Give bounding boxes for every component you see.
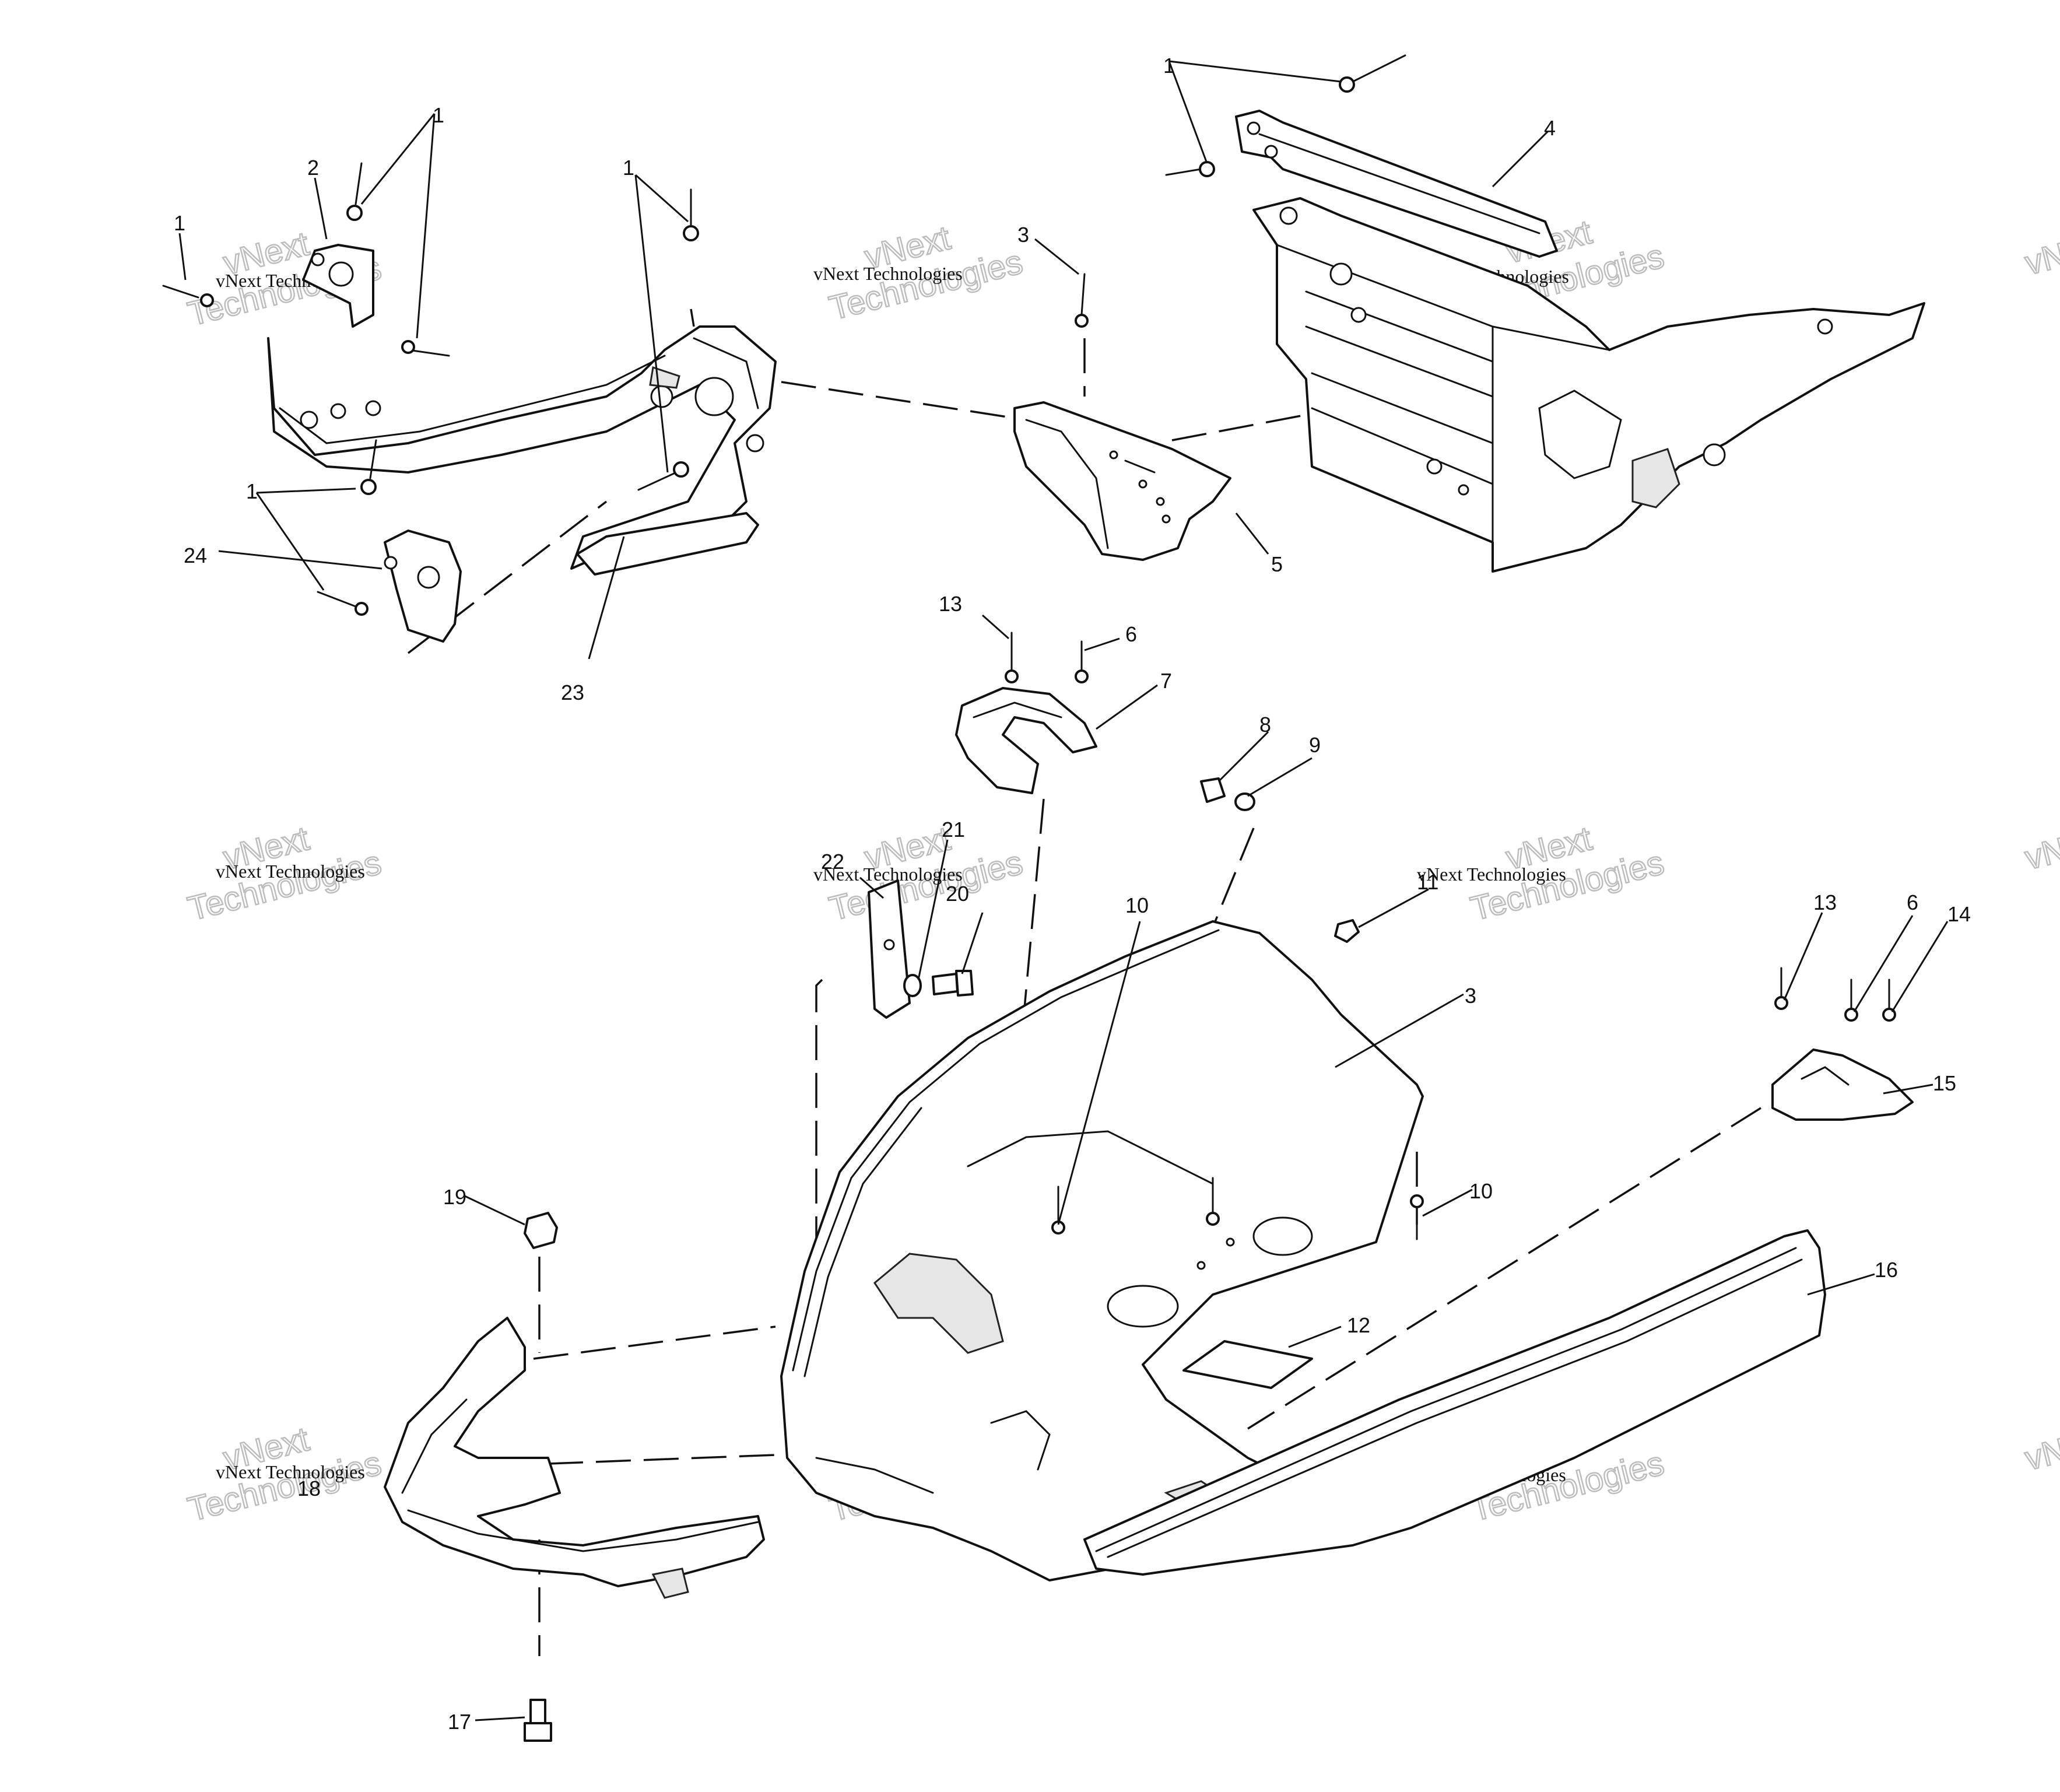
callout-3: 3 — [1017, 223, 1029, 247]
washer — [903, 974, 922, 997]
center-mount-bracket — [1013, 401, 1231, 561]
svg-text:vNext: vNext — [2022, 819, 2060, 877]
front-bumper-bracket — [267, 325, 777, 576]
watermark: vNext — [2020, 1419, 2060, 1478]
callout-13: 13 — [1813, 890, 1837, 914]
watermark: vNext — [2020, 224, 2060, 283]
callout-24: 24 — [184, 543, 207, 567]
leader-lines — [178, 60, 1949, 1721]
small-right-cover — [1771, 1048, 1914, 1121]
callout-10: 10 — [1469, 1179, 1493, 1203]
callout-1: 1 — [433, 103, 444, 127]
callout-21: 21 — [942, 818, 965, 841]
callout-9: 9 — [1309, 733, 1321, 757]
callout-20: 20 — [946, 882, 969, 906]
callout-6: 6 — [1125, 622, 1137, 646]
flat-washer — [1234, 792, 1255, 811]
small-bracket — [868, 879, 911, 1019]
push-nut — [1200, 777, 1226, 803]
chassis-frame — [1252, 197, 1925, 573]
bolt — [932, 970, 974, 997]
callout-14: 14 — [1947, 902, 1971, 926]
callout-7: 7 — [1160, 669, 1172, 693]
callout-3: 3 — [1465, 984, 1476, 1008]
callout-18: 18 — [297, 1477, 321, 1500]
right-side-rail — [1083, 1229, 1826, 1576]
callout-19: 19 — [443, 1185, 466, 1209]
hex-nut — [1334, 919, 1360, 943]
svg-text:vNext: vNext — [2022, 1420, 2060, 1478]
callout-17: 17 — [448, 1710, 471, 1734]
callout-10: 10 — [1125, 893, 1149, 917]
rivets — [162, 54, 1896, 1240]
callout-1: 1 — [174, 211, 185, 235]
watermark-text: vNext Technologies — [216, 861, 365, 882]
callout-5: 5 — [1271, 552, 1283, 576]
lower-bracket-plate — [384, 529, 462, 643]
lock-nut — [524, 1212, 558, 1249]
hex-bolt — [524, 1699, 552, 1742]
callout-6: 6 — [1907, 890, 1918, 914]
callout-13: 13 — [939, 592, 962, 616]
small-plate — [1182, 1340, 1313, 1389]
curved-shield — [955, 687, 1097, 794]
watermark: vNext — [2020, 819, 2060, 878]
callout-22: 22 — [821, 850, 844, 874]
callout-12: 12 — [1347, 1313, 1370, 1337]
callout-labels: 1 2 1 1 1 24 23 1 4 3 5 13 6 7 8 9 21 22… — [174, 54, 1971, 1734]
callout-4: 4 — [1544, 116, 1556, 140]
svg-text:vNext: vNext — [2022, 225, 2060, 282]
left-bracket-plate — [302, 244, 374, 328]
watermark-text: vNext Technologies — [1417, 864, 1566, 885]
callout-1: 1 — [1163, 54, 1175, 78]
callout-16: 16 — [1875, 1258, 1898, 1282]
watermark-text: vNext Technologies — [216, 1461, 365, 1482]
callout-15: 15 — [1933, 1071, 1956, 1095]
callout-1: 1 — [623, 156, 634, 180]
watermark-text: vNext Technologies — [813, 864, 963, 885]
callout-23: 23 — [561, 681, 584, 704]
callout-2: 2 — [307, 156, 319, 180]
callout-1: 1 — [246, 479, 258, 503]
upper-cross-bar — [1235, 110, 1558, 258]
front-lower-bumper — [384, 1317, 765, 1599]
callout-11: 11 — [1417, 870, 1438, 894]
watermark-text: vNext Technologies — [813, 263, 963, 284]
callout-8: 8 — [1259, 713, 1271, 737]
